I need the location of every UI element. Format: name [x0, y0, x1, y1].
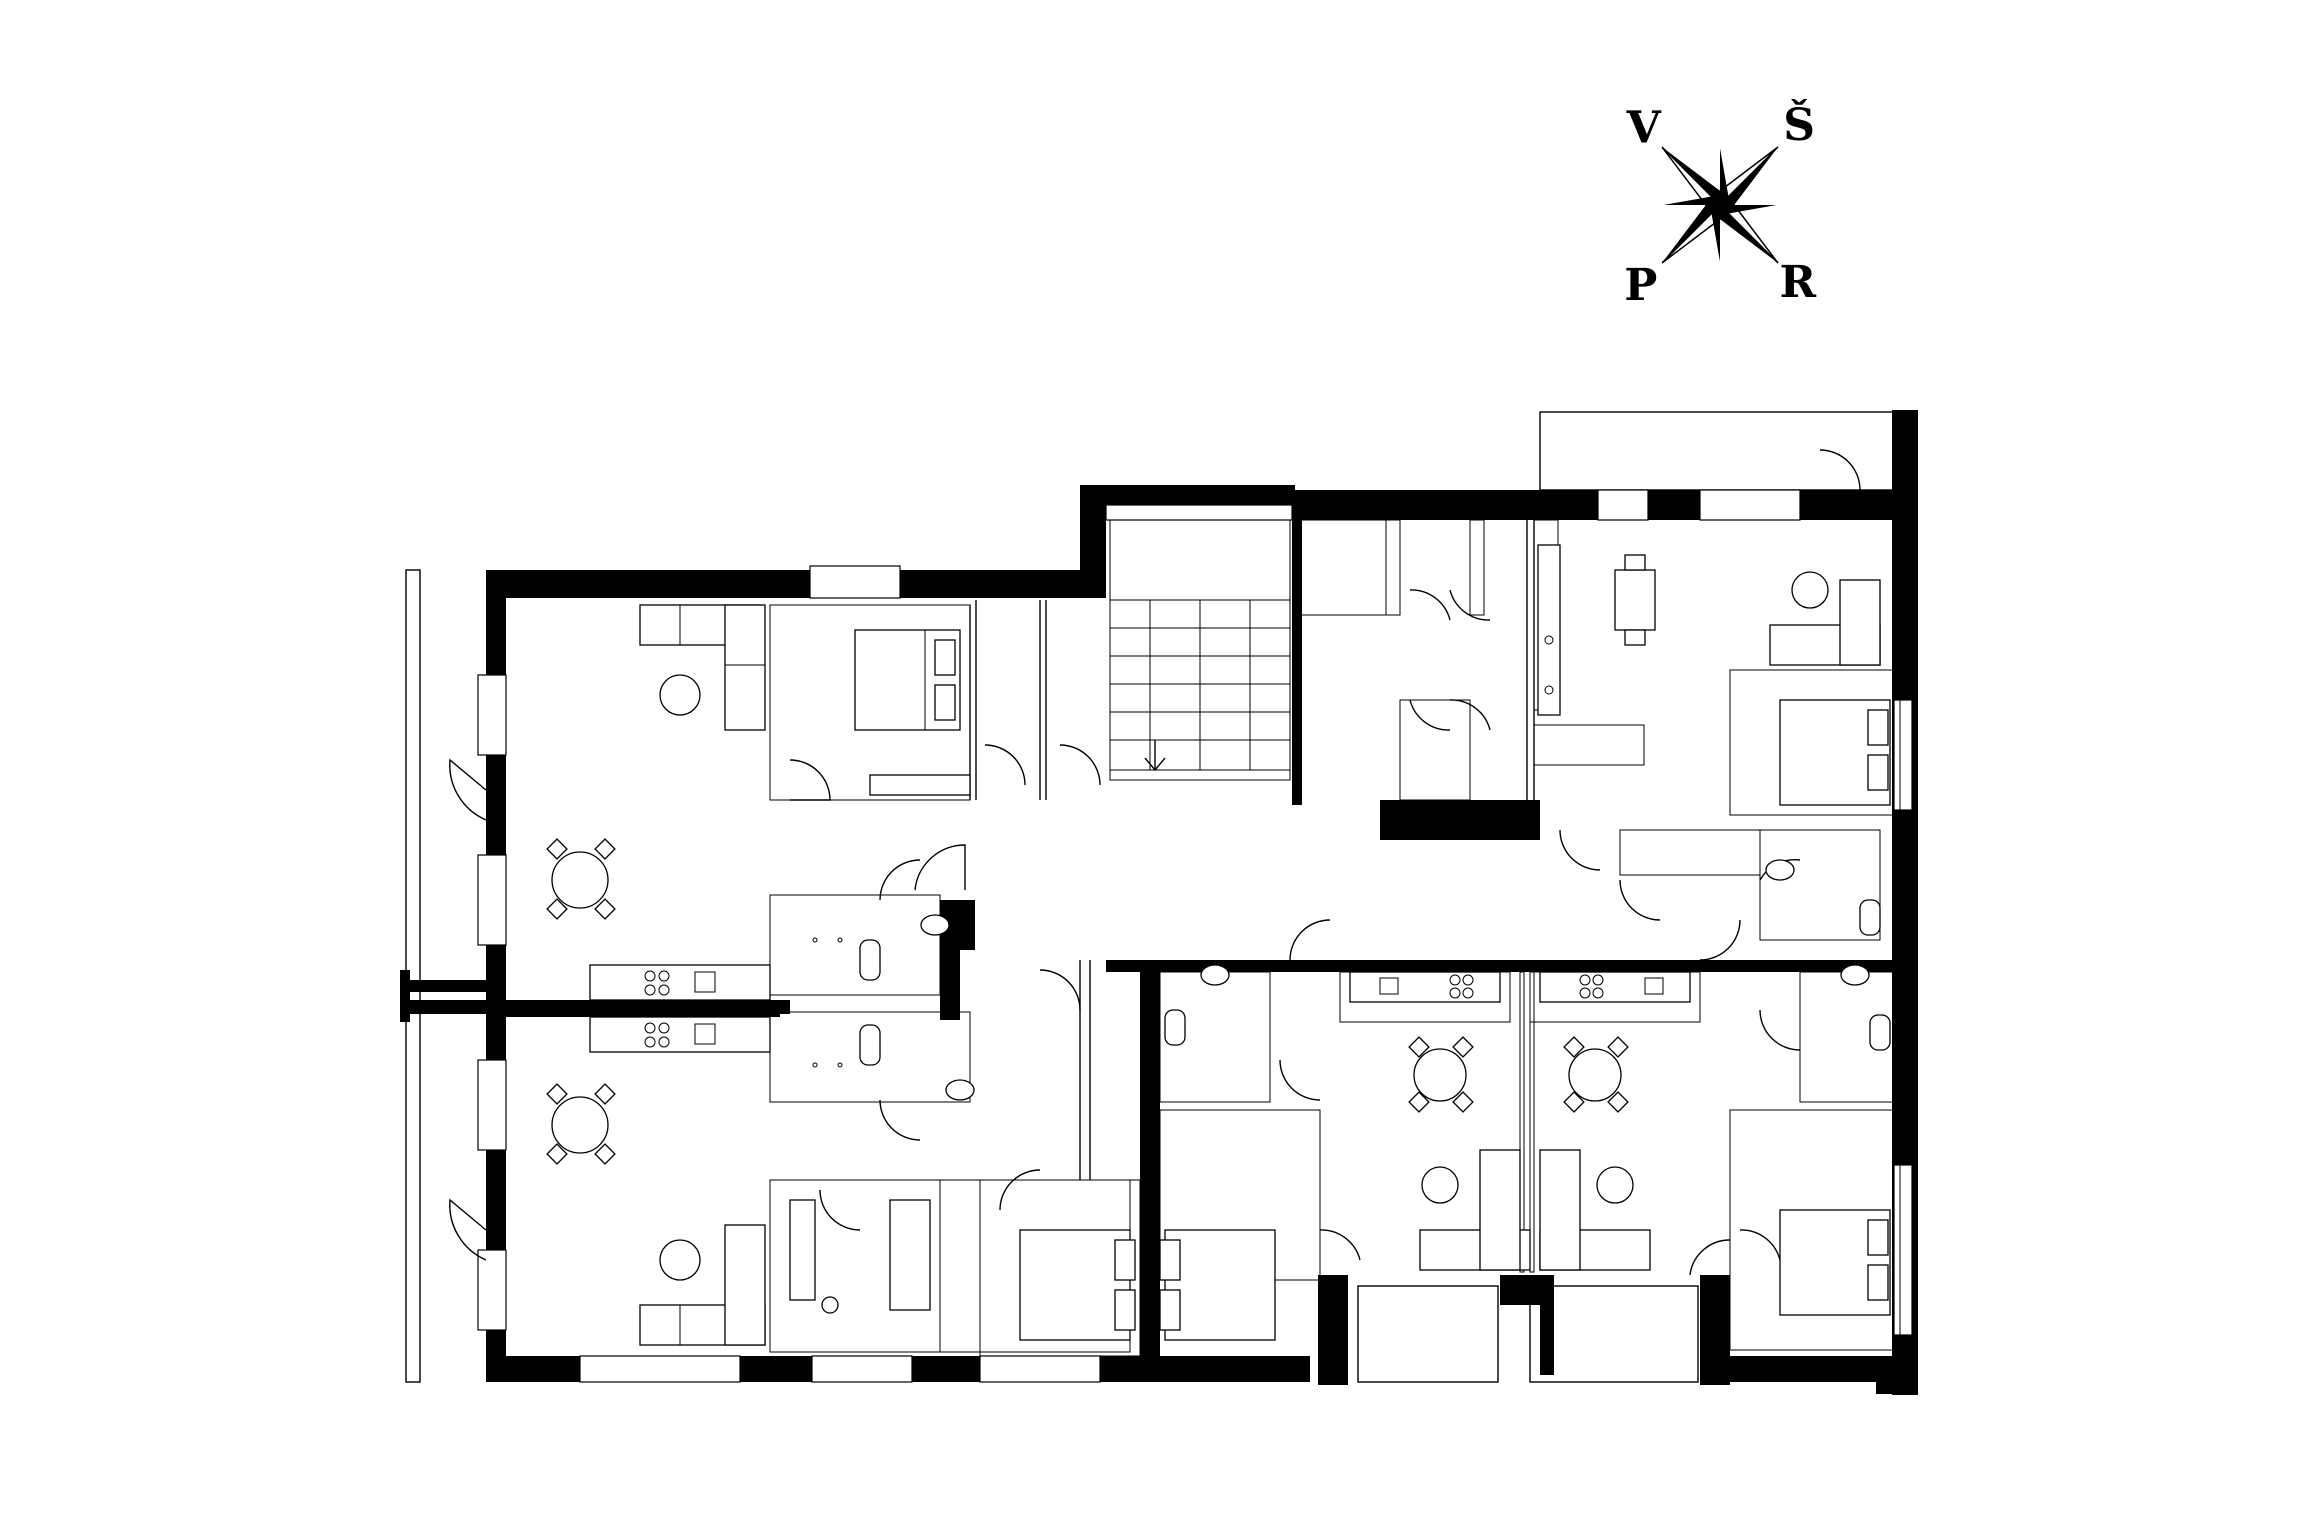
bath — [1765, 859, 1881, 936]
compass-north-label: Š — [1783, 98, 1815, 151]
compass-east-label: R — [1779, 257, 1816, 308]
double-bed — [1779, 699, 1891, 806]
kitchen-counter — [1537, 544, 1561, 716]
coffee-table — [1791, 571, 1829, 609]
interior-walls — [406, 505, 1906, 1385]
coffee-table — [659, 674, 701, 716]
balconies — [400, 411, 1913, 1383]
compass-south-label: P — [1624, 260, 1657, 311]
coffee-table — [1596, 1166, 1634, 1204]
wardrobe — [869, 774, 971, 796]
dining-set — [1563, 1036, 1629, 1113]
sofa — [1539, 1149, 1651, 1271]
chair — [821, 1296, 839, 1314]
kitchen-counter — [589, 1016, 771, 1053]
compass-west-label: V — [1626, 103, 1662, 154]
doors — [449, 449, 1861, 1276]
double-bed — [1159, 1229, 1276, 1341]
dining-set — [1408, 1036, 1474, 1113]
coffee-table — [1421, 1166, 1459, 1204]
sofa — [639, 1224, 766, 1346]
dining-set — [546, 1083, 616, 1165]
double-bed — [854, 629, 961, 731]
bath — [1840, 964, 1891, 1051]
kitchen-counter — [589, 964, 771, 1001]
compass-star — [1661, 146, 1779, 264]
compass-rose: Š R P V — [1624, 98, 1816, 311]
desk — [889, 1199, 931, 1311]
sofa — [1419, 1149, 1531, 1271]
dining-set — [546, 838, 616, 920]
sofa — [639, 604, 766, 731]
kitchen-counter — [1539, 971, 1691, 1003]
bath — [812, 1024, 975, 1101]
kitchen-counter — [1349, 971, 1501, 1003]
double-bed — [1019, 1229, 1136, 1341]
windows — [477, 489, 1913, 1383]
dining-table — [1614, 554, 1656, 646]
wardrobe — [789, 1199, 816, 1301]
coffee-table — [659, 1239, 701, 1281]
double-bed — [1779, 1209, 1891, 1316]
stairs — [1109, 599, 1291, 772]
bath — [812, 914, 950, 981]
bath — [1164, 964, 1230, 1046]
sofa — [1769, 579, 1881, 666]
